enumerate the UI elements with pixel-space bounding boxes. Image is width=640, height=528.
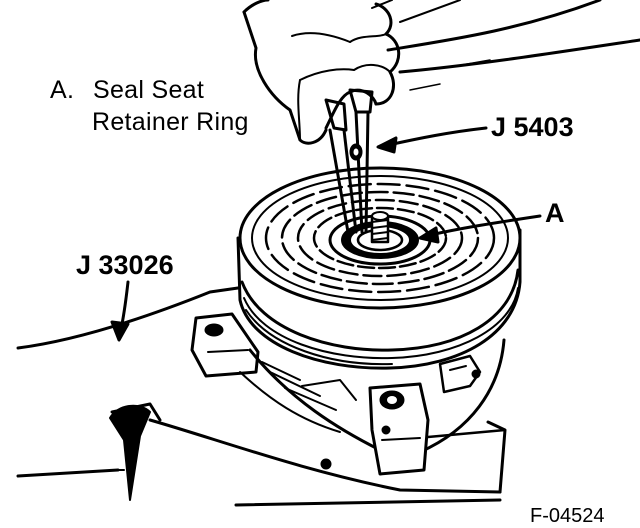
legend-line-1: Seal Seat [93,76,205,104]
callout-j5403: J 5403 [491,112,574,142]
callout-j33026: J 33026 [76,250,174,280]
figure-id: F-04524 [530,505,605,527]
legend-letter: A. [50,76,75,104]
clutch-pulley [236,166,522,370]
leader-lines [110,126,542,342]
technician-hand [242,0,640,145]
compressor-body [190,312,506,476]
snap-ring-pliers [324,88,374,234]
legend-line-2: Retainer Ring [92,108,249,136]
fixture-claw [109,404,151,501]
callout-part-a: A [545,198,565,228]
